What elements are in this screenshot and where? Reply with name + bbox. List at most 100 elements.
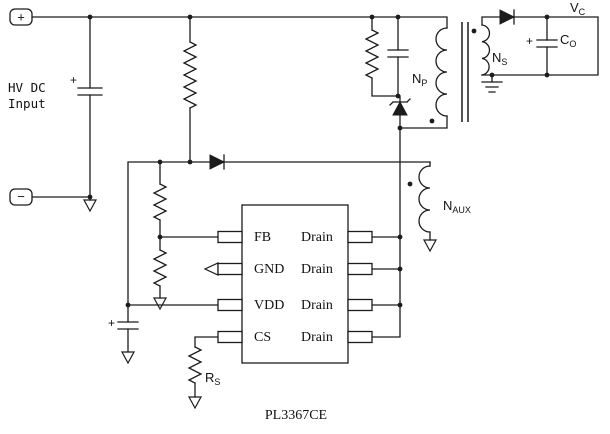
cs-ground-arrow xyxy=(187,396,203,410)
snubber-capacitor xyxy=(387,49,409,58)
secondary-label-sub: S xyxy=(501,57,507,67)
clamp-diode xyxy=(392,100,408,116)
vc-label-base: V xyxy=(570,0,579,15)
input-terminals: + − xyxy=(9,8,33,206)
pin-label-gnd: GND xyxy=(254,262,284,277)
part-number: PL3367CE xyxy=(265,408,327,423)
phase-dot-aux xyxy=(407,181,413,187)
co-label-base: C xyxy=(560,32,569,47)
primary-winding-label: NP xyxy=(412,71,427,88)
junction-dot xyxy=(187,14,193,20)
junction-dot xyxy=(87,14,93,20)
aux-winding-label: NAUX xyxy=(443,198,471,215)
junction-dots xyxy=(87,14,550,308)
pin-box-drain-1 xyxy=(347,230,373,244)
plus-terminal-label: + xyxy=(17,10,25,25)
junction-dot xyxy=(157,234,163,240)
fb-ground-arrow xyxy=(152,297,168,311)
drain-bus-wire xyxy=(371,127,401,338)
pin-box-cs xyxy=(217,330,243,344)
output-rail-label: VC xyxy=(570,0,586,17)
sense-resistor xyxy=(187,346,203,384)
pin-label-vdd: VDD xyxy=(254,298,284,313)
aux-winding xyxy=(418,165,431,233)
primary-label-sub: P xyxy=(421,78,427,88)
pin-box-gnd xyxy=(217,262,243,276)
aux-ground-arrow xyxy=(422,239,438,253)
aux-feed-wire xyxy=(127,161,431,306)
pin-label-cs: CS xyxy=(254,330,271,345)
hv-dc-label-line2: Input xyxy=(8,96,46,111)
phase-dot-secondary xyxy=(471,28,477,34)
secondary-label-base: N xyxy=(492,50,501,65)
top-rail-wire xyxy=(31,16,448,29)
pin-box-drain-3 xyxy=(347,298,373,312)
clamp-diode-bar xyxy=(389,98,411,106)
gnd-pin-arrow xyxy=(203,262,219,276)
sense-resistor-label: RS xyxy=(205,370,220,387)
secondary-winding-label: NS xyxy=(492,50,507,67)
ic-body xyxy=(241,204,349,364)
output-cap-polarity: + xyxy=(526,34,533,48)
aux-rectifier-diode xyxy=(209,154,226,170)
bulk-cap-polarity: + xyxy=(70,73,77,87)
capacitors xyxy=(77,39,558,330)
pin-label-drain-1: Drain xyxy=(301,230,333,245)
co-label-sub: O xyxy=(569,39,576,49)
wires xyxy=(31,16,599,398)
junction-dot xyxy=(369,14,375,20)
phase-dot-primary xyxy=(429,118,435,124)
junction-dot xyxy=(397,302,403,308)
junction-dot xyxy=(187,159,193,165)
transformer xyxy=(407,22,491,233)
rs-label-base: R xyxy=(205,370,214,385)
junction-dot xyxy=(157,159,163,165)
transformer-core xyxy=(461,22,469,122)
junction-dot xyxy=(395,14,401,20)
primary-bottom-wire xyxy=(399,115,448,129)
secondary-winding xyxy=(481,24,491,76)
fb-lower-resistor xyxy=(152,249,168,287)
output-rectifier-diode xyxy=(499,9,516,25)
minus-terminal-label: − xyxy=(17,189,25,204)
junction-dot xyxy=(544,14,550,20)
startup-resistor xyxy=(182,41,198,109)
pin-box-drain-4 xyxy=(347,330,373,344)
minus-terminal xyxy=(9,188,33,206)
rs-label-sub: S xyxy=(214,377,220,387)
vdd-capacitor xyxy=(117,321,139,330)
pin-label-drain-4: Drain xyxy=(301,330,333,345)
vc-label-sub: C xyxy=(579,7,586,17)
resistors xyxy=(152,29,380,384)
input-branch-wire xyxy=(31,16,91,201)
pin-label-fb: FB xyxy=(254,230,271,245)
primary-label-base: N xyxy=(412,71,421,86)
aux-label-sub: AUX xyxy=(452,205,471,215)
hv-dc-label-line1: HV DC xyxy=(8,80,46,95)
pin-label-drain-2: Drain xyxy=(301,262,333,277)
output-capacitor xyxy=(536,39,558,48)
pin-box-vdd xyxy=(217,298,243,312)
junction-dot xyxy=(395,93,401,99)
input-ground-arrow xyxy=(82,199,98,213)
diodes xyxy=(209,9,516,170)
labels: HV DC Input + NP NS NAUX VC CO + + RS PL… xyxy=(8,0,586,423)
primary-winding xyxy=(435,27,448,117)
junction-dot xyxy=(125,302,131,308)
pin-box-fb xyxy=(217,230,243,244)
bulk-input-capacitor xyxy=(77,87,103,96)
plus-terminal xyxy=(9,8,33,26)
fb-upper-resistor xyxy=(152,183,168,221)
fb-divider-wire xyxy=(159,161,219,299)
junction-dot xyxy=(397,266,403,272)
junction-dot xyxy=(87,194,93,200)
secondary-wire xyxy=(481,16,599,83)
aux-label-base: N xyxy=(443,198,452,213)
pin-label-drain-3: Drain xyxy=(301,298,333,313)
junction-dot xyxy=(544,72,550,78)
secondary-earth-ground xyxy=(481,81,503,93)
output-cap-label: CO xyxy=(560,32,576,49)
pin-box-drain-2 xyxy=(347,262,373,276)
